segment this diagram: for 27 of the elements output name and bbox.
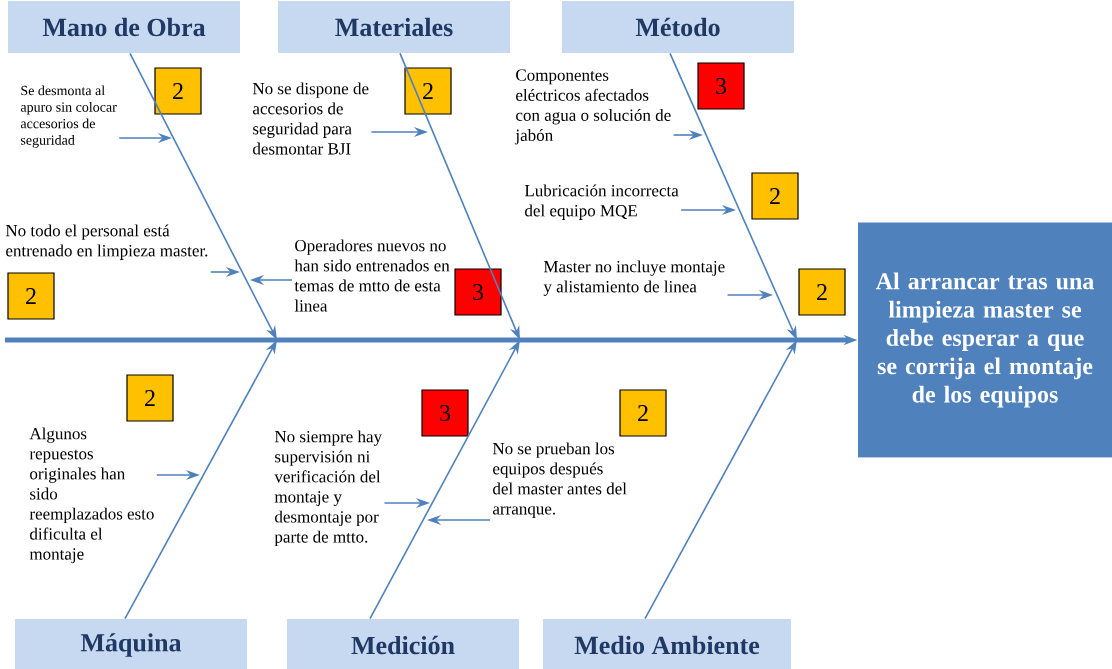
cause-text: Operadores nuevos no han sido entrenados en temas de mtto de esta linea: [294, 239, 450, 312]
score-box: 2: [126, 374, 174, 422]
category-box: Medición: [287, 619, 519, 669]
cause-text: Algunos repuestos originales han sido reemplazados esto dificulta el montaje: [29, 427, 154, 564]
category-box: Máquina: [15, 619, 247, 669]
cause-text: No se prueban los equipos después del master antes del arranque.: [492, 442, 627, 518]
cause-text: No todo el personal está entrenado en limpieza master.: [5, 224, 208, 260]
category-box: Medio Ambiente: [543, 619, 791, 669]
cause-text: No siempre hay supervisión ni verificación del montaje y desmontaje por parte de mtto.: [274, 430, 382, 547]
cause-text: Componentes eléctricos afectados con agua o solución de jabón: [514, 69, 671, 145]
category-box: Mano de Obra: [8, 1, 240, 53]
cause-text: Lubricación incorrecta del equipo MQE: [524, 184, 679, 220]
effect-box: Al arrancar tras una limpieza master se debe esperar a que se corrija el montaje de los equipos: [858, 222, 1112, 458]
score-box: 3: [421, 389, 469, 437]
score-box: 3: [454, 268, 502, 316]
score-box: 2: [619, 389, 667, 437]
category-box: Materiales: [278, 1, 510, 53]
score-box: 2: [7, 272, 55, 320]
cause-text: No se dispone de accesorios de seguridad para desmontar BJI: [252, 82, 369, 155]
category-box: Método: [562, 1, 794, 53]
score-box: 2: [751, 172, 799, 220]
score-box: 2: [154, 67, 202, 115]
score-box: 2: [798, 268, 846, 316]
score-box: 3: [697, 62, 745, 110]
score-box: 2: [404, 67, 452, 115]
cause-text: Master no incluye montaje y alistamiento de linea: [543, 260, 725, 296]
cause-text: Se desmonta al apuro sin colocar accesorios de seguridad: [20, 85, 117, 148]
